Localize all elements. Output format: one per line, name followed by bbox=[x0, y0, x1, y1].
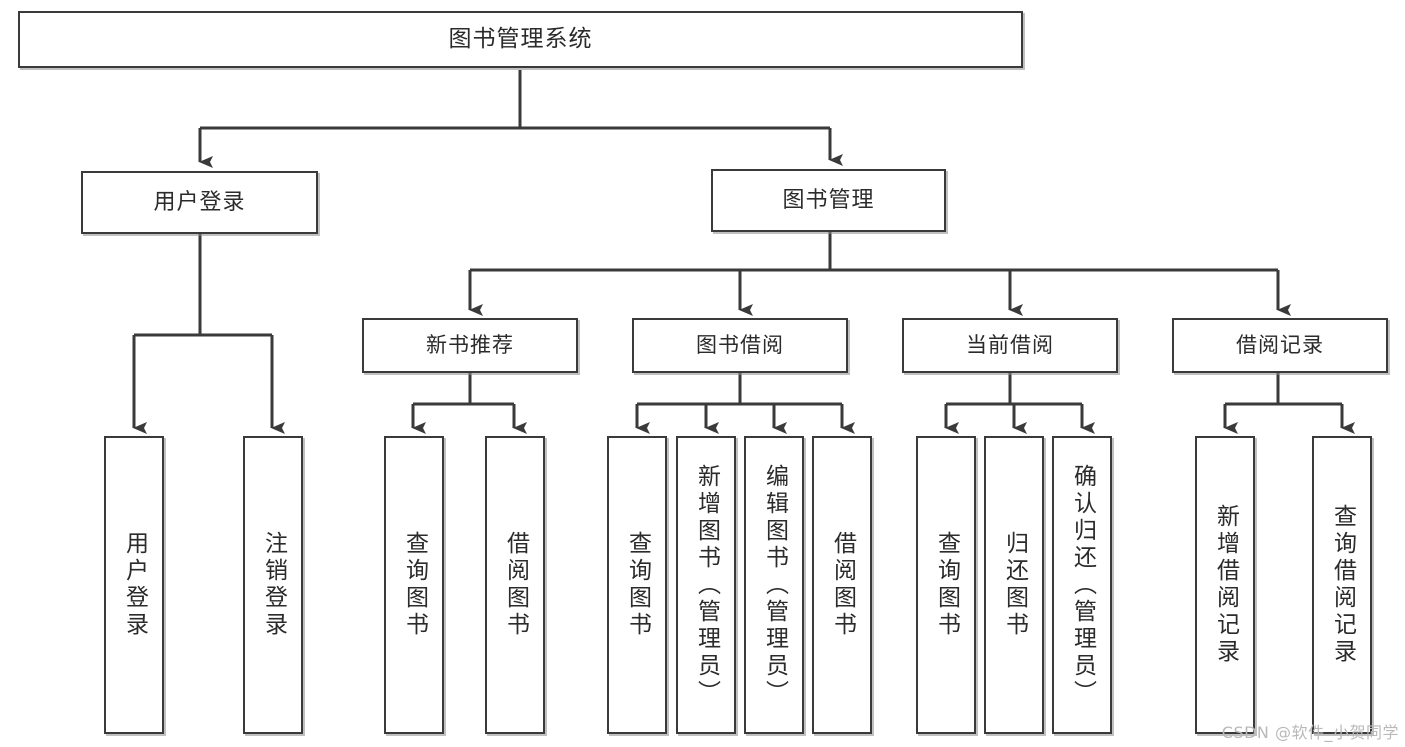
node-new-book-recommend-label: 新书推荐 bbox=[426, 333, 514, 358]
leaf-query-borrow-record-label: 查询借阅记录 bbox=[1329, 504, 1356, 666]
node-book-management-label: 图书管理 bbox=[782, 187, 875, 213]
leaf-query-borrow-record[interactable]: 查询借阅记录 bbox=[1312, 436, 1372, 734]
leaf-confirm-return-admin-label: 确认归还（管理员） bbox=[1069, 463, 1096, 707]
leaf-confirm-return-admin[interactable]: 确认归还（管理员） bbox=[1052, 436, 1112, 734]
node-current-borrow[interactable]: 当前借阅 bbox=[902, 318, 1118, 373]
leaf-borrow-book-label: 借阅图书 bbox=[829, 531, 856, 639]
watermark: CSDN @软件_小贺同学 bbox=[1221, 723, 1399, 742]
leaf-borrow-query-book-label: 查询图书 bbox=[624, 531, 651, 639]
node-user-login[interactable]: 用户登录 bbox=[81, 171, 318, 234]
leaf-add-borrow-record[interactable]: 新增借阅记录 bbox=[1195, 436, 1255, 734]
node-book-borrow[interactable]: 图书借阅 bbox=[632, 318, 848, 373]
node-root-label: 图书管理系统 bbox=[448, 26, 593, 53]
leaf-return-book[interactable]: 归还图书 bbox=[984, 436, 1044, 734]
leaf-current-query-book[interactable]: 查询图书 bbox=[916, 436, 976, 734]
node-user-login-label: 用户登录 bbox=[153, 189, 246, 215]
leaf-edit-book-admin[interactable]: 编辑图书（管理员） bbox=[744, 436, 804, 734]
leaf-user-login[interactable]: 用户登录 bbox=[104, 436, 164, 734]
node-current-borrow-label: 当前借阅 bbox=[966, 333, 1054, 358]
node-new-book-recommend[interactable]: 新书推荐 bbox=[362, 318, 578, 373]
leaf-recommend-query-book-label: 查询图书 bbox=[401, 531, 428, 639]
leaf-user-login-label: 用户登录 bbox=[121, 531, 148, 639]
leaf-return-book-label: 归还图书 bbox=[1001, 531, 1028, 639]
leaf-recommend-query-book[interactable]: 查询图书 bbox=[384, 436, 444, 734]
leaf-edit-book-admin-label: 编辑图书（管理员） bbox=[761, 463, 788, 707]
leaf-logout[interactable]: 注销登录 bbox=[243, 436, 303, 734]
leaf-add-borrow-record-label: 新增借阅记录 bbox=[1212, 504, 1239, 666]
node-book-borrow-label: 图书借阅 bbox=[696, 333, 784, 358]
leaf-add-book-admin-label: 新增图书（管理员） bbox=[693, 463, 720, 707]
leaf-borrow-book[interactable]: 借阅图书 bbox=[812, 436, 872, 734]
leaf-borrow-query-book[interactable]: 查询图书 bbox=[607, 436, 667, 734]
node-book-management[interactable]: 图书管理 bbox=[711, 169, 946, 232]
leaf-current-query-book-label: 查询图书 bbox=[933, 531, 960, 639]
node-root[interactable]: 图书管理系统 bbox=[18, 11, 1023, 68]
node-borrow-record-label: 借阅记录 bbox=[1236, 333, 1324, 358]
leaf-logout-label: 注销登录 bbox=[260, 531, 287, 639]
leaf-recommend-borrow-book-label: 借阅图书 bbox=[502, 531, 529, 639]
leaf-recommend-borrow-book[interactable]: 借阅图书 bbox=[485, 436, 545, 734]
leaf-add-book-admin[interactable]: 新增图书（管理员） bbox=[676, 436, 736, 734]
node-borrow-record[interactable]: 借阅记录 bbox=[1172, 318, 1388, 373]
